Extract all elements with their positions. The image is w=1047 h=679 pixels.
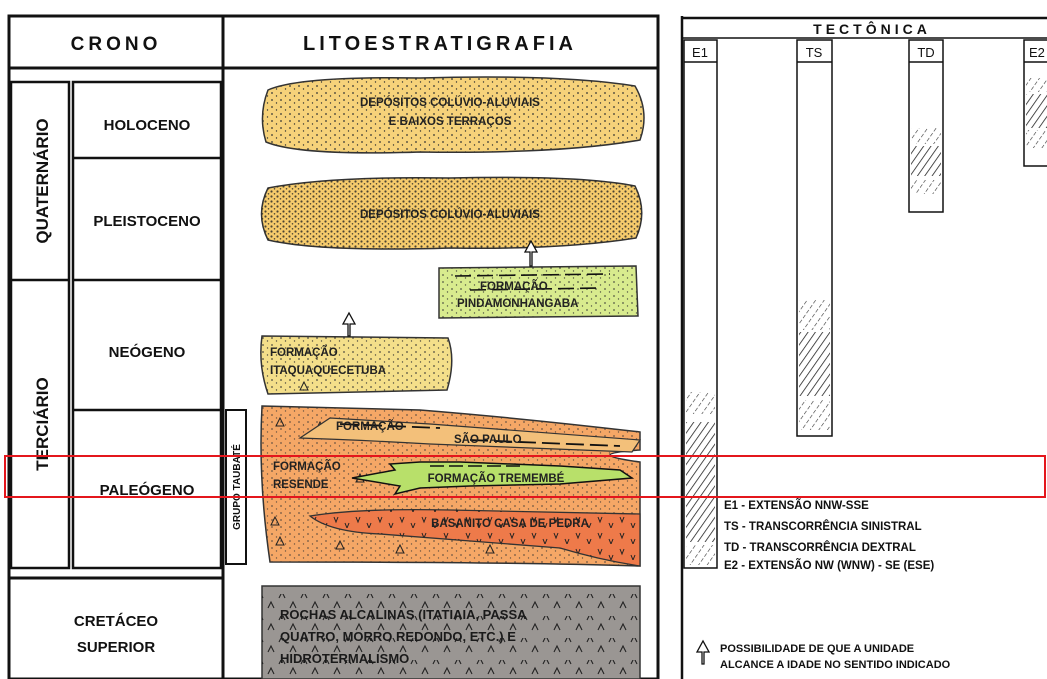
unit-pinda-label-2: PINDAMONHANGABA xyxy=(457,298,578,310)
legend-e2: E2 - EXTENSÃO NW (WNW) - SE (ESE) xyxy=(724,559,934,572)
epoch-pleistoceno: PLEISTOCENO xyxy=(93,213,201,230)
unit-pindamonhangaba: FORMAÇÃO PINDAMONHANGABA xyxy=(439,266,638,318)
tectonica-header: TECTÔNICA xyxy=(813,20,931,37)
unit-holocene-label-2: E BAIXOS TERRAÇOS xyxy=(389,116,512,128)
tectonic-col-label-ts: TS xyxy=(806,45,823,60)
note-line-2: ALCANCE A IDADE NO SENTIDO INDICADO xyxy=(720,659,951,671)
unit-holocene-deposits: DEPÓSITOS COLÚVIO-ALUVIAIS E BAIXOS TERR… xyxy=(262,77,644,153)
unit-pleistocene-label: DEPÓSITOS COLÚVIO-ALUVIAIS xyxy=(360,208,540,221)
unit-alkaline-rocks: ROCHAS ALCALINAS (ITATIAIA, PASSA QUATRO… xyxy=(262,586,640,679)
arrow-up-legend-icon xyxy=(697,641,709,664)
unit-itaqua-label-1: FORMAÇÃO xyxy=(270,346,338,359)
epoch-cretaceo-1: CRETÁCEO xyxy=(74,613,159,630)
unit-alcalinas-label-3: HIDROTERMALISMO xyxy=(280,651,409,666)
legend-td: TD - TRANSCORRÊNCIA DEXTRAL xyxy=(724,541,916,554)
unit-basanito-label: BASANITO CASA DE PEDRA xyxy=(431,518,589,530)
tectonics-frame xyxy=(682,16,1047,679)
unit-pleistocene-deposits: DEPÓSITOS COLÚVIO-ALUVIAIS xyxy=(262,177,642,249)
legend-ts: TS - TRANSCORRÊNCIA SINISTRAL xyxy=(724,520,922,533)
tectonic-col-label-e2: E2 xyxy=(1029,45,1045,60)
tectonic-legend: E1 - EXTENSÃO NNW-SSE TS - TRANSCORRÊNCI… xyxy=(724,499,934,572)
unit-resende-label-1: FORMAÇÃO xyxy=(273,460,341,473)
unit-itaqua-label-2: ITAQUAQUECETUBA xyxy=(270,365,386,377)
lito-header: LITOESTRATIGRAFIA xyxy=(303,33,577,55)
epoch-holoceno: HOLOCENO xyxy=(104,117,191,134)
tectonic-col-label-td: TD xyxy=(917,45,934,60)
tectonic-column-ts xyxy=(797,40,832,436)
epoch-cretaceo-2: SUPERIOR xyxy=(77,639,156,656)
note-line-1: POSSIBILIDADE DE QUE A UNIDADE xyxy=(720,643,914,655)
tectonic-column-td xyxy=(909,40,943,212)
unit-resende-label-2: RESENDE xyxy=(273,479,329,491)
epoch-neogeno: NEÓGENO xyxy=(109,343,186,361)
unit-holocene-label-1: DEPÓSITOS COLÚVIO-ALUVIAIS xyxy=(360,96,540,109)
unit-alcalinas-label-2: QUATRO, MORRO REDONDO, ETC.) E xyxy=(280,629,516,644)
period-quaternario: QUATERNÁRIO xyxy=(33,118,52,243)
unit-pinda-label-1: FORMAÇÃO xyxy=(480,280,548,293)
unit-tremembe-label: FORMAÇÃO TREMEMBÉ xyxy=(428,472,565,485)
arrow-up-icon-2 xyxy=(343,313,355,336)
tectonic-column-e1 xyxy=(684,40,717,568)
crono-header: CRONO xyxy=(71,34,162,55)
unit-saopaulo-label-2: SÃO PAULO xyxy=(454,433,522,446)
legend-e1: E1 - EXTENSÃO NNW-SSE xyxy=(724,499,869,512)
unit-itaquaquecetuba: FORMAÇÃO ITAQUAQUECETUBA xyxy=(261,336,452,394)
unit-alcalinas-label-1: ROCHAS ALCALINAS (ITATIAIA, PASSA xyxy=(280,607,527,622)
unit-saopaulo-label-1: FORMAÇÃO xyxy=(336,420,404,433)
arrow-note: POSSIBILIDADE DE QUE A UNIDADE ALCANCE A… xyxy=(697,641,951,671)
tectonic-col-label-e1: E1 xyxy=(692,45,708,60)
